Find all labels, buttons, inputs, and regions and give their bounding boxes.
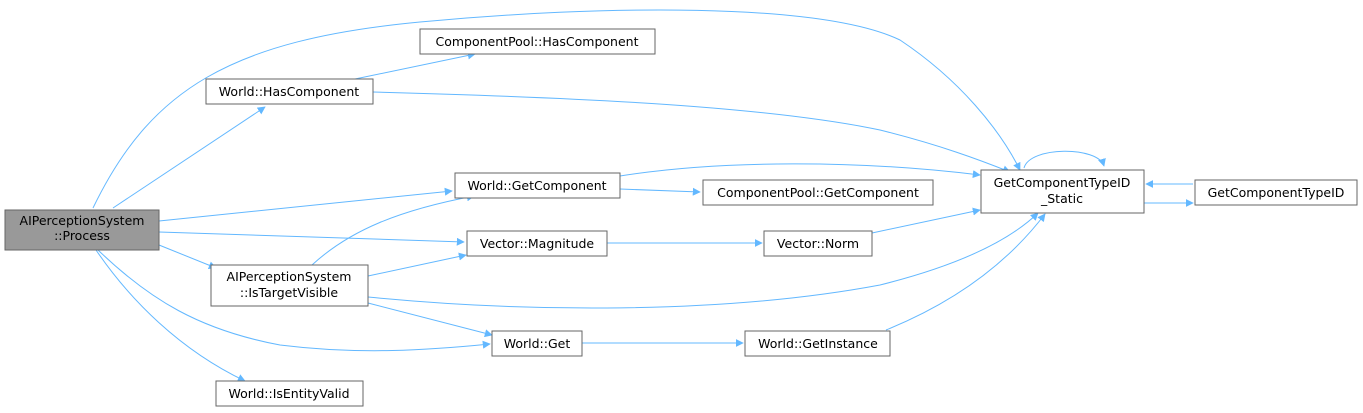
edge-visible-to-gct-static xyxy=(367,212,1039,309)
node-aiperception-istargetvisible[interactable]: AIPerceptionSystem ::IsTargetVisible xyxy=(210,264,369,307)
edge-getinstance-to-gct-static xyxy=(885,213,1046,331)
edge-visible-to-world-get xyxy=(367,302,493,338)
node-vector-magnitude[interactable]: Vector::Magnitude xyxy=(466,230,608,257)
edge-worldget-to-poolget xyxy=(619,187,701,196)
node-getcomponenttypeid-static[interactable]: GetComponentTypeID _Static xyxy=(980,169,1145,214)
edge-process-to-gct-static xyxy=(92,9,1021,209)
node-label: Vector::Magnitude xyxy=(480,236,595,251)
edge-process-to-vector-magnitude xyxy=(158,231,465,246)
node-label: World::IsEntityValid xyxy=(228,386,349,401)
edge-worldhas-to-poolhas xyxy=(354,51,476,80)
node-vector-norm[interactable]: Vector::Norm xyxy=(763,230,873,257)
node-world-isentityvalid[interactable]: World::IsEntityValid xyxy=(215,380,364,407)
edge-worldhas-to-gct-static xyxy=(372,91,1011,174)
node-world-getcomponent[interactable]: World::GetComponent xyxy=(454,172,621,199)
node-label: World::GetInstance xyxy=(758,336,878,351)
node-label: ::Process xyxy=(54,228,110,243)
node-componentpool-getcomponent[interactable]: ComponentPool::GetComponent xyxy=(702,179,934,206)
node-label: ComponentPool::HasComponent xyxy=(436,34,639,49)
node-label: ::IsTargetVisible xyxy=(240,285,338,300)
node-label: GetComponentTypeID xyxy=(994,175,1131,190)
node-label: AIPerceptionSystem xyxy=(227,269,352,284)
node-world-hascomponent[interactable]: World::HasComponent xyxy=(205,78,374,105)
edge-process-to-istargetvisible xyxy=(158,244,217,270)
node-label: ComponentPool::GetComponent xyxy=(717,185,919,200)
node-getcomponenttypeid[interactable]: GetComponentTypeID xyxy=(1194,179,1358,206)
edge-visible-to-magnitude xyxy=(367,252,467,277)
node-label: World::Get xyxy=(504,336,571,351)
edge-process-to-world-get xyxy=(97,249,491,352)
edge-norm-to-gct-static xyxy=(871,207,981,234)
node-label: World::HasComponent xyxy=(219,84,359,99)
edge-process-to-world-hascomponent xyxy=(112,106,266,209)
edge-process-to-world-getcomponent xyxy=(158,187,453,222)
edge-gct-static-self xyxy=(1023,150,1106,169)
node-label: _Static xyxy=(1040,191,1083,206)
node-label: AIPerceptionSystem xyxy=(20,213,145,228)
node-label: GetComponentTypeID xyxy=(1208,185,1345,200)
node-world-getinstance[interactable]: World::GetInstance xyxy=(744,330,891,357)
edge-worldgetc-to-gct-static xyxy=(619,163,981,179)
edge-visible-to-worldgetc xyxy=(311,193,475,266)
node-aiperception-process[interactable]: AIPerceptionSystem ::Process xyxy=(4,209,160,251)
node-label: Vector::Norm xyxy=(777,236,859,251)
node-world-get[interactable]: World::Get xyxy=(491,330,583,357)
node-componentpool-hascomponent[interactable]: ComponentPool::HasComponent xyxy=(419,28,656,55)
node-label: World::GetComponent xyxy=(467,178,606,193)
edge-process-to-isentityvalid xyxy=(95,249,246,382)
